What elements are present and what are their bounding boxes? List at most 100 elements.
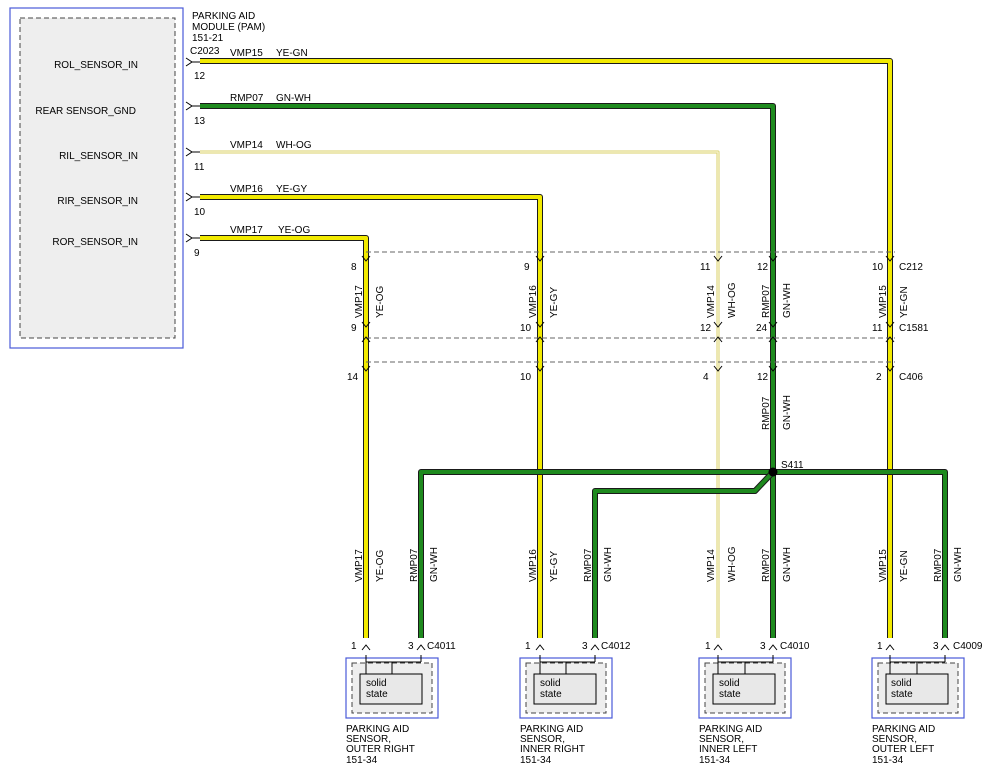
caption-ol-2: SENSOR, (872, 734, 917, 745)
sensor-il-inner-2: state (719, 689, 741, 700)
wire-label-vmp14: VMP14 (230, 140, 263, 151)
c1581-pin-10: 10 (520, 323, 532, 334)
splice-dot (768, 467, 778, 477)
vlabel-ye-gn: YE-GN (899, 286, 910, 318)
caption-ol-3: OUTER LEFT (872, 744, 934, 755)
c406-pin-4: 4 (703, 372, 709, 383)
vlabel-wh-og: WH-OG (727, 282, 738, 318)
c4012-pin-1: 1 (525, 641, 531, 652)
sensor-or-inner-2: state (366, 689, 388, 700)
wire-color-vmp17: YE-OG (278, 225, 310, 236)
wire-vmp16 (200, 194, 543, 638)
low-vlabel-wh-og: WH-OG (727, 546, 738, 582)
c4010-label: C4010 (780, 641, 810, 652)
c406-pin-10: 10 (520, 372, 532, 383)
horizontal-wire-labels: VMP15 YE-GN RMP07 GN-WH VMP14 WH-OG VMP1… (230, 48, 312, 236)
low-vlabel-ye-gn: YE-GN (899, 550, 910, 582)
caption-ir-1: PARKING AID (520, 724, 583, 735)
pin-name-rear-gnd: REAR SENSOR_GND (35, 106, 136, 117)
wire-label-vmp16: VMP16 (230, 184, 263, 195)
module-connector-pins: 12 13 11 10 9 (185, 57, 206, 259)
low-vlabel-gn-wh-ol: GN-WH (953, 547, 964, 582)
wire-vmp17 (200, 235, 369, 638)
rmp07-mid-label: RMP07 GN-WH (761, 395, 793, 430)
c1581-label: C1581 (899, 323, 929, 334)
module-title-line-3: 151-21 (192, 33, 224, 44)
wire-color-rmp07: GN-WH (276, 93, 311, 104)
low-vlabel-ye-og: YE-OG (375, 550, 386, 582)
wire-label-vmp17: VMP17 (230, 225, 263, 236)
c1581-pin-9: 9 (351, 323, 357, 334)
caption-or-3: OUTER RIGHT (346, 744, 415, 755)
low-vlabel-gn-wh-ir: GN-WH (603, 547, 614, 582)
c212-pin-9: 9 (524, 262, 530, 273)
low-vlabel-rmp07-ir: RMP07 (583, 548, 594, 582)
caption-il-2: SENSOR, (699, 734, 744, 745)
sensor-ol-inner-2: state (891, 689, 913, 700)
c4011-pin-1: 1 (351, 641, 357, 652)
sensor-ir-inner-1: solid (540, 678, 561, 689)
wire-rmp07-branch-ol (773, 469, 948, 638)
c4009-pin-3: 3 (933, 641, 939, 652)
connector-c212: 8 9 11 12 10 C212 (351, 262, 923, 273)
vlabel-rmp07-mid: RMP07 (761, 396, 772, 430)
sensor-inner-left: solid state (698, 655, 792, 719)
caption-il-3: INNER LEFT (699, 744, 757, 755)
c1581-pin-11: 11 (872, 323, 883, 334)
c406-pin-12: 12 (757, 372, 769, 383)
pin-name-rol: ROL_SENSOR_IN (54, 60, 138, 71)
connector-arrows (361, 255, 950, 651)
caption-il-4: 151-34 (699, 755, 731, 766)
module-pin-11: 11 (194, 162, 205, 173)
module-pin-13: 13 (194, 116, 206, 127)
sensor-outer-right: solid state (345, 655, 439, 719)
wires (200, 58, 948, 638)
vlabel-rmp07: RMP07 (761, 284, 772, 318)
sensor-connector-labels: 1 3 C4011 1 3 C4012 1 3 C4010 1 3 C4009 (351, 641, 983, 652)
module-title-line-2: MODULE (PAM) (192, 22, 265, 33)
low-vlabel-rmp07-or: RMP07 (409, 548, 420, 582)
connector-c406: 14 10 4 12 2 C406 (347, 372, 923, 383)
upper-vertical-labels: VMP17 YE-OG VMP16 YE-GY VMP14 WH-OG RMP0… (354, 282, 910, 318)
vlabel-ye-gy: YE-GY (549, 287, 560, 318)
module-pin-12: 12 (194, 71, 206, 82)
c406-pin-14: 14 (347, 372, 359, 383)
wire-label-rmp07: RMP07 (230, 93, 264, 104)
c212-pin-10: 10 (872, 262, 884, 273)
c4010-pin-3: 3 (760, 641, 766, 652)
caption-or-1: PARKING AID (346, 724, 409, 735)
wire-color-vmp15: YE-GN (276, 48, 308, 59)
low-vlabel-gn-wh-il: GN-WH (782, 547, 793, 582)
low-vlabel-vmp17: VMP17 (354, 549, 365, 582)
wire-color-vmp16: YE-GY (276, 184, 307, 195)
low-vlabel-ye-gy: YE-GY (549, 551, 560, 582)
module-box (9, 7, 184, 349)
wire-rmp07-branch-ir (592, 469, 776, 638)
c212-pin-12: 12 (757, 262, 769, 273)
caption-or-2: SENSOR, (346, 734, 391, 745)
caption-ir-4: 151-34 (520, 755, 552, 766)
wire-label-vmp15: VMP15 (230, 48, 263, 59)
low-vlabel-rmp07-il: RMP07 (761, 548, 772, 582)
sensor-or-inner-1: solid (366, 678, 387, 689)
splice-label: S411 (781, 460, 804, 471)
c406-pin-2: 2 (876, 372, 882, 383)
caption-or-4: 151-34 (346, 755, 378, 766)
caption-ir-3: INNER RIGHT (520, 744, 585, 755)
pin-name-rir: RIR_SENSOR_IN (57, 196, 138, 207)
c406-label: C406 (899, 372, 923, 383)
c4011-label: C4011 (427, 641, 456, 652)
lower-vertical-labels: VMP17 YE-OG RMP07 GN-WH VMP16 YE-GY RMP0… (354, 546, 964, 582)
module-pin-9: 9 (194, 248, 200, 259)
module-connector-label: C2023 (190, 46, 220, 57)
low-vlabel-vmp16: VMP16 (528, 549, 539, 582)
module-pin-names: ROL_SENSOR_IN REAR SENSOR_GND RIL_SENSOR… (35, 60, 138, 248)
c4009-pin-1: 1 (877, 641, 883, 652)
module-title: PARKING AID MODULE (PAM) 151-21 C2023 (190, 11, 265, 57)
sensor-outer-left: solid state (871, 655, 965, 719)
inline-connector-lines (366, 251, 895, 363)
low-vlabel-gn-wh-or: GN-WH (429, 547, 440, 582)
pin-name-ril: RIL_SENSOR_IN (59, 151, 138, 162)
sensor-ol-inner-1: solid (891, 678, 912, 689)
c212-pin-8: 8 (351, 262, 357, 273)
